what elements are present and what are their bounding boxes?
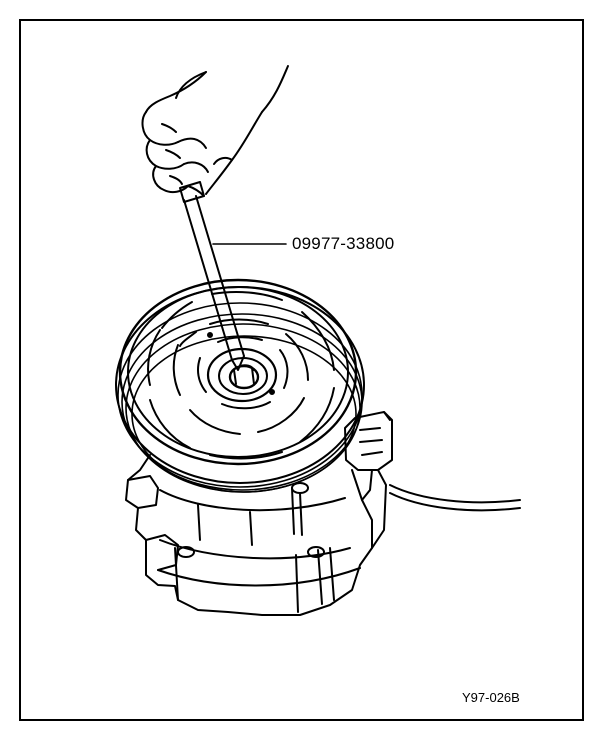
tool-part-number-label: 09977-33800 xyxy=(292,234,395,253)
compressor-body xyxy=(125,454,373,616)
pulley xyxy=(115,278,365,493)
figure-frame xyxy=(19,19,584,721)
screwdriver-tool xyxy=(179,181,245,371)
figure-code-label: Y97-026B xyxy=(462,690,520,705)
center-hub xyxy=(206,347,278,403)
hand xyxy=(141,65,289,197)
pressure-plate xyxy=(147,291,335,460)
electrical-connector xyxy=(344,411,521,549)
